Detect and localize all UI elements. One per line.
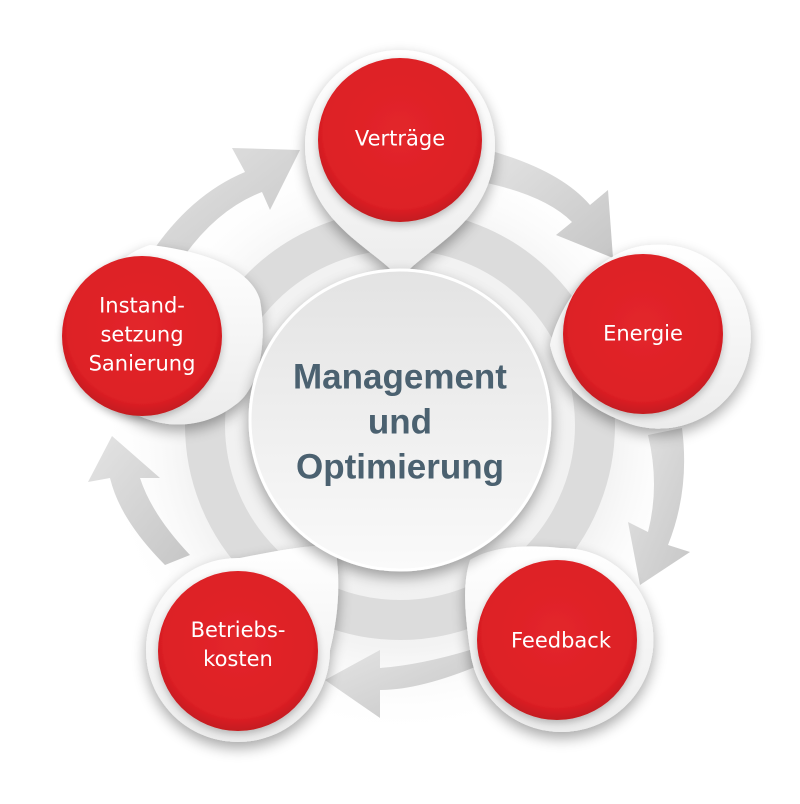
center-title-line-3: Optimierung bbox=[295, 447, 505, 487]
node-circle-instandsetzung bbox=[62, 256, 222, 416]
node-label-line: Feedback bbox=[510, 628, 612, 653]
arrow-feedback-betriebskosten-icon bbox=[325, 650, 480, 718]
node-circles bbox=[62, 58, 723, 731]
node-circle-vertraege bbox=[318, 58, 482, 222]
node-label-line: Sanierung bbox=[88, 351, 196, 376]
center-title-line-1: Management bbox=[293, 357, 507, 397]
node-label-line: setzung bbox=[100, 322, 184, 347]
node-label-instandsetzung: Instand- setzung Sanierung bbox=[89, 292, 196, 379]
node-label-energie: Energie bbox=[603, 320, 683, 349]
node-circle-energie bbox=[563, 254, 723, 414]
node-label-feedback: Feedback bbox=[511, 627, 611, 656]
node-label-line: kosten bbox=[203, 647, 273, 671]
node-label-line: Energie bbox=[603, 321, 683, 346]
arrow-betriebskosten-instandsetzung-icon bbox=[88, 436, 190, 565]
node-label-line: Betriebs- bbox=[190, 618, 286, 642]
node-label-vertraege: Verträge bbox=[355, 125, 445, 154]
center-circle bbox=[248, 268, 552, 572]
center-title: Management und Optimierung bbox=[293, 355, 507, 490]
node-circle-betriebskosten bbox=[158, 571, 318, 731]
node-label-betriebskosten: Betriebs- kosten bbox=[191, 616, 286, 674]
arrow-energie-feedback-icon bbox=[628, 428, 690, 585]
center-title-line-2: und bbox=[367, 402, 433, 442]
node-label-line: Verträge bbox=[354, 126, 446, 151]
arrow-instandsetzung-vertraege-icon bbox=[150, 148, 300, 262]
cycle-arrows bbox=[88, 148, 690, 718]
node-circle-feedback bbox=[477, 560, 637, 720]
node-label-line: Instand- bbox=[99, 293, 185, 318]
arrow-vertraege-energie-icon bbox=[482, 150, 613, 258]
